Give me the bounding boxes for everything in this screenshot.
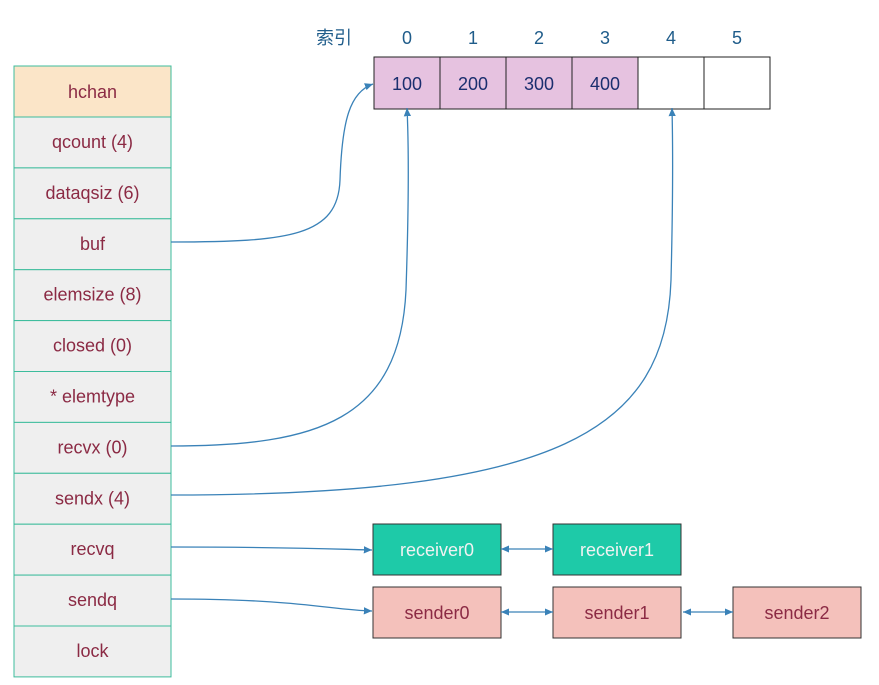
receiver-node-0: receiver0 xyxy=(372,523,502,576)
hchan-fields: qcount (4) dataqsiz (6) buf elemsize (8) clo… xyxy=(13,116,172,678)
sender-label: sender2 xyxy=(764,603,829,623)
field-label: recvq xyxy=(70,539,114,559)
buffer-index: 3 xyxy=(600,28,610,48)
field-qcount-4: qcount (4) xyxy=(13,116,172,169)
field-label: elemsize (8) xyxy=(43,285,141,305)
hchan-struct: hchan qcount (4) dataqsiz (6) buf elemsize … xyxy=(13,65,172,678)
receiver-label: receiver1 xyxy=(580,540,654,560)
buffer-index: 2 xyxy=(534,28,544,48)
sender-node-0: sender0 xyxy=(372,586,502,639)
buffer-cell-0: 100 xyxy=(373,56,441,110)
buffer-cells: 100 200 300 400 xyxy=(373,56,771,110)
field-elemsize-8: elemsize (8) xyxy=(13,269,172,322)
buffer-array: 索引 0 1 2 3 4 5 100 200 300 400 xyxy=(316,28,771,110)
field-label: dataqsiz (6) xyxy=(45,183,139,203)
field-sendx-4: sendx (4) xyxy=(13,472,172,525)
field-label: sendx (4) xyxy=(55,488,130,508)
buffer-index: 4 xyxy=(666,28,676,48)
index-label: 索引 xyxy=(316,28,352,48)
buffer-cell-3: 400 xyxy=(571,56,639,110)
field-sendq: sendq xyxy=(13,574,172,627)
receiver-node-1: receiver1 xyxy=(552,523,682,576)
sendq-pointer-arrow xyxy=(170,598,373,615)
buffer-cell-4 xyxy=(637,56,705,110)
sender-node-1: sender1 xyxy=(552,586,682,639)
field-label: * elemtype xyxy=(50,387,135,407)
field-closed-0: closed (0) xyxy=(13,320,172,373)
connectors xyxy=(170,83,733,616)
buffer-cell-1: 200 xyxy=(439,56,507,110)
sendx-pointer-arrow xyxy=(170,107,676,496)
field-label: lock xyxy=(76,641,109,661)
buffer-index: 1 xyxy=(468,28,478,48)
buf-pointer-arrow xyxy=(170,83,374,243)
recvq-pointer-arrow xyxy=(170,546,373,554)
field-elemtype: * elemtype xyxy=(13,371,172,423)
recvq-list: receiver0 receiver1 xyxy=(372,523,682,576)
sendq-list: sender0 sender1 sender2 xyxy=(372,586,862,639)
hchan-header: hchan xyxy=(13,65,172,118)
recvx-pointer-arrow xyxy=(170,107,412,447)
field-label: qcount (4) xyxy=(52,132,133,152)
sender-label: sender0 xyxy=(404,603,469,623)
field-label: sendq xyxy=(68,590,117,610)
field-label: closed (0) xyxy=(53,336,132,356)
field-buf: buf xyxy=(13,218,172,271)
buffer-cell-value: 100 xyxy=(392,74,422,94)
hchan-header-label: hchan xyxy=(68,82,117,102)
buffer-cell-value: 200 xyxy=(458,74,488,94)
buffer-cell-5 xyxy=(703,56,771,110)
buffer-indices: 0 1 2 3 4 5 xyxy=(402,28,742,48)
field-label: recvx (0) xyxy=(57,437,127,457)
field-recvq: recvq xyxy=(13,523,172,576)
buffer-index: 0 xyxy=(402,28,412,48)
field-dataqsiz-6: dataqsiz (6) xyxy=(13,167,172,220)
sender-label: sender1 xyxy=(584,603,649,623)
buffer-cell-2: 300 xyxy=(505,56,573,110)
receiver-label: receiver0 xyxy=(400,540,474,560)
field-recvx-0: recvx (0) xyxy=(13,421,172,474)
buffer-cell-value: 400 xyxy=(590,74,620,94)
buffer-index: 5 xyxy=(732,28,742,48)
buffer-cell-value: 300 xyxy=(524,74,554,94)
sender-node-2: sender2 xyxy=(732,586,862,639)
field-label: buf xyxy=(80,234,106,254)
field-lock: lock xyxy=(13,625,172,678)
